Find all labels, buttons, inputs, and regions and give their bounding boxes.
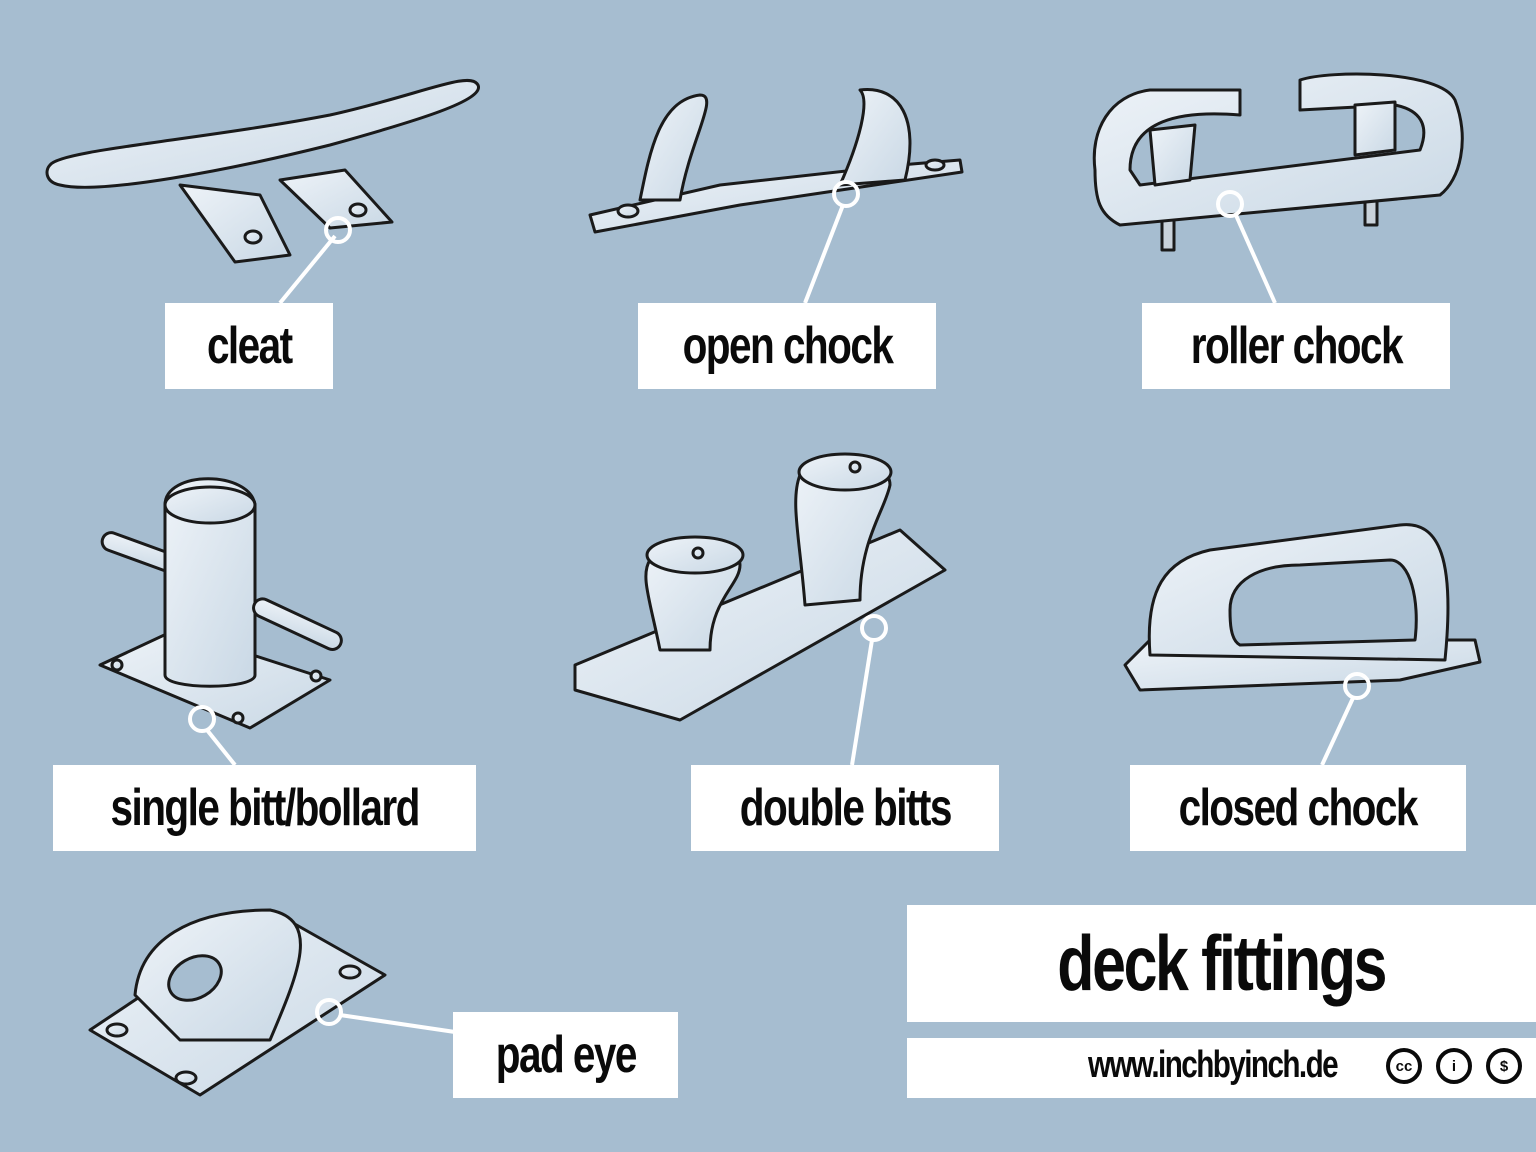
open-chock-illustration — [588, 88, 964, 234]
pad-eye-illustration — [88, 908, 387, 1097]
cc-icon: cc — [1386, 1048, 1422, 1084]
single-bitt-illustration — [98, 477, 343, 730]
label-closed-chock: closed chock — [1130, 765, 1466, 851]
footer — [907, 1038, 1536, 1098]
callout-lines — [188, 180, 1371, 1034]
label-roller-chock: roller chock — [1142, 303, 1450, 389]
double-bitts-illustration — [573, 452, 947, 722]
attribution-icon: i — [1436, 1048, 1472, 1084]
roller-chock-illustration — [1092, 72, 1464, 252]
label-pad-eye: pad eye — [453, 1012, 678, 1098]
cleat-illustration — [45, 78, 480, 264]
noncommercial-icon: $ — [1486, 1048, 1522, 1084]
label-single-bitt: single bitt/bollard — [53, 765, 476, 851]
label-open-chock: open chock — [638, 303, 936, 389]
label-double-bitts: double bitts — [691, 765, 999, 851]
page-title: deck fittings — [907, 905, 1536, 1022]
website-link[interactable]: www.inchbyinch.de — [1088, 1044, 1339, 1086]
label-cleat: cleat — [165, 303, 333, 389]
closed-chock-illustration — [1123, 523, 1482, 692]
